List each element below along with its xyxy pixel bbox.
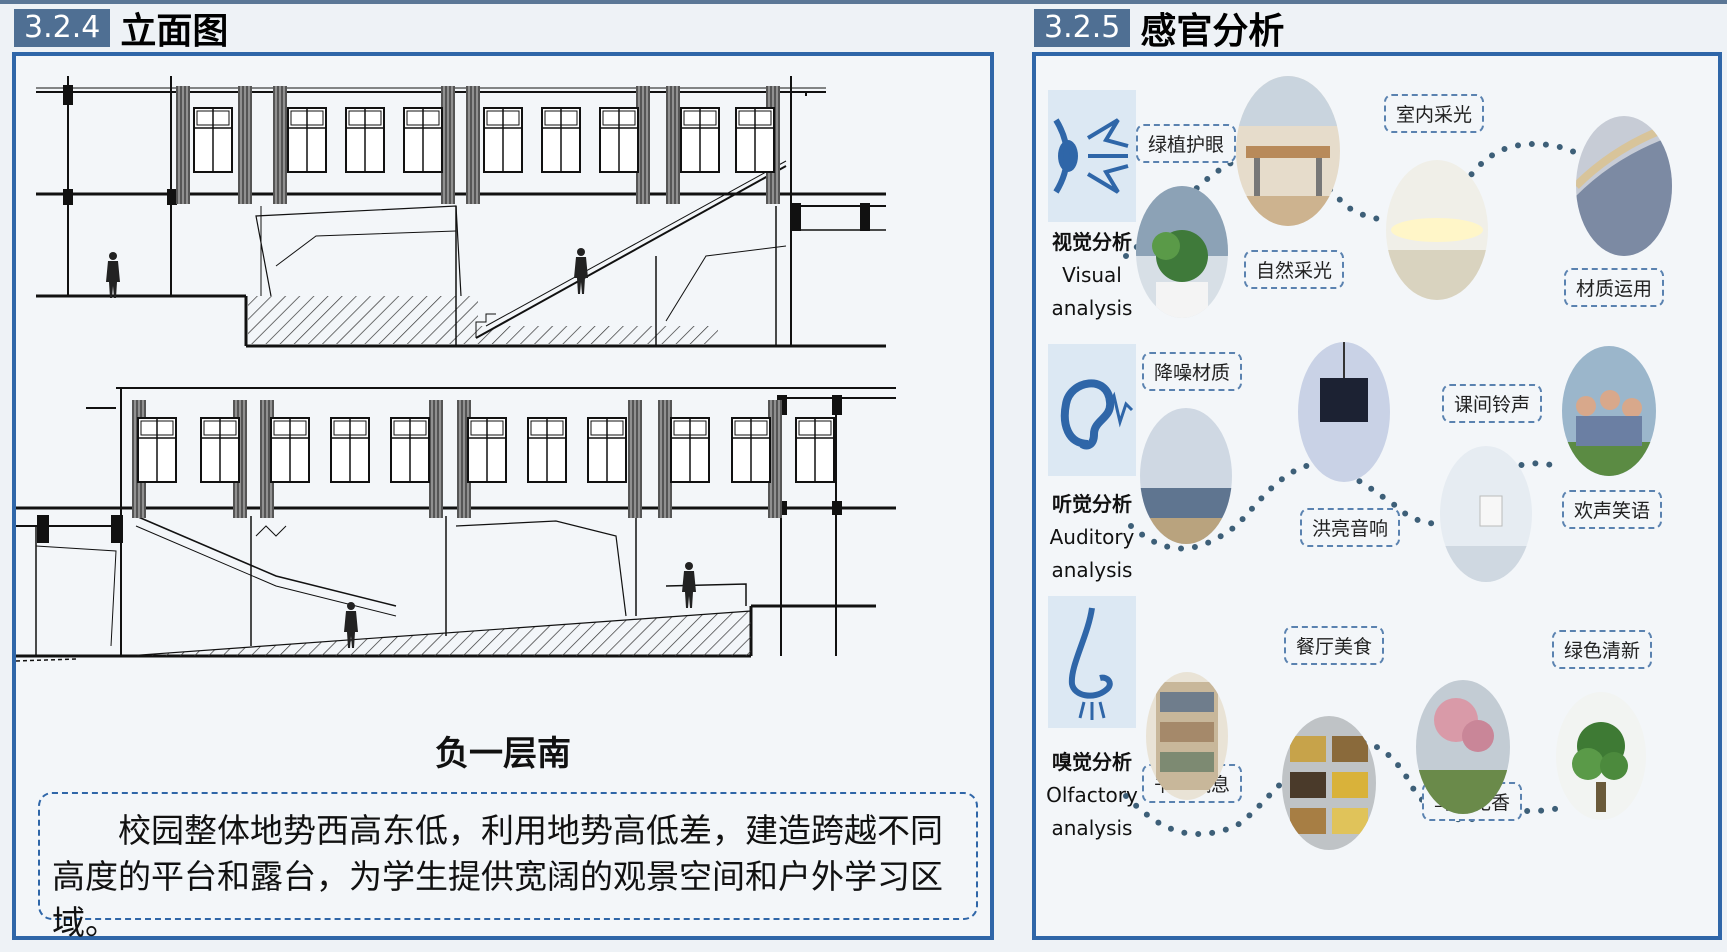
classroom-photo xyxy=(1236,76,1340,226)
person-figure xyxy=(106,252,120,298)
section-title: 感官分析 xyxy=(1140,11,1285,52)
lower-elevation xyxy=(16,387,896,662)
sense-en: analysis xyxy=(1051,296,1133,320)
tag-visual-4: 材质运用 xyxy=(1564,268,1665,307)
eye-icon xyxy=(1053,118,1129,194)
indoor-light-photo xyxy=(1386,160,1488,300)
food-photo xyxy=(1282,716,1376,850)
tag-visual-1: 绿植护眼 xyxy=(1136,124,1237,163)
tag-auditory-3: 课间铃声 xyxy=(1442,384,1543,423)
sense-en: analysis xyxy=(1051,816,1133,840)
elevation-drawing xyxy=(16,76,896,662)
sense-cn: 视觉分析 xyxy=(1052,230,1132,254)
olfactory-icon-tile xyxy=(1048,596,1136,728)
blossom-photo xyxy=(1416,680,1510,814)
lounge-photo xyxy=(1140,408,1232,544)
students-photo xyxy=(1562,346,1656,476)
nose-icon xyxy=(1068,607,1113,720)
olfactory-label: 嗅觉分析 Olfactory analysis xyxy=(1042,746,1142,845)
person-figure xyxy=(682,562,696,608)
person-figure xyxy=(574,248,588,294)
auditory-icon-tile xyxy=(1048,344,1136,476)
tag-visual-3: 室内采光 xyxy=(1384,94,1485,133)
speaker-photo xyxy=(1298,342,1390,482)
tag-olfactory-2: 餐厅美食 xyxy=(1284,626,1385,665)
sense-en: analysis xyxy=(1051,558,1133,582)
section-number: 3.2.5 xyxy=(1034,9,1131,47)
bell-photo xyxy=(1440,446,1532,582)
tag-auditory-2: 洪亮音响 xyxy=(1300,508,1401,547)
material-photo xyxy=(1576,116,1672,256)
plant-photo xyxy=(1136,186,1228,318)
sense-en: Olfactory xyxy=(1046,783,1138,807)
sense-en: Auditory xyxy=(1049,525,1135,549)
section-title: 立面图 xyxy=(120,11,229,52)
sense-en: Visual xyxy=(1062,263,1122,287)
description-text: 校园整体地势西高东低，利用地势高低差，建造跨越不同高度的平台和露台，为学生提供宽… xyxy=(52,811,943,942)
bookshelf-photo xyxy=(1146,672,1228,800)
tag-olfactory-4: 绿色清新 xyxy=(1552,630,1653,669)
sense-cn: 听觉分析 xyxy=(1052,492,1132,516)
tag-auditory-4: 欢声笑语 xyxy=(1562,490,1663,529)
left-section-header: 3.2.4 立面图 xyxy=(14,8,228,52)
elevation-caption: 负一层南 xyxy=(435,734,571,774)
tag-visual-2: 自然采光 xyxy=(1244,250,1345,289)
greenery-photo xyxy=(1556,692,1646,820)
sensory-panel: 视觉分析 Visual analysis 绿植护眼 自然采光 室内采光 材质运用… xyxy=(1032,52,1722,940)
description-box: 校园整体地势西高东低，利用地势高低差，建造跨越不同高度的平台和露台，为学生提供宽… xyxy=(38,792,978,942)
right-section-header: 3.2.5 感官分析 xyxy=(1034,8,1284,52)
ear-icon xyxy=(1060,379,1134,450)
upper-elevation xyxy=(36,76,886,348)
sense-cn: 嗅觉分析 xyxy=(1052,750,1132,774)
auditory-label: 听觉分析 Auditory analysis xyxy=(1042,488,1142,587)
top-rule xyxy=(0,0,1727,4)
section-number: 3.2.4 xyxy=(14,9,111,47)
visual-label: 视觉分析 Visual analysis xyxy=(1042,226,1142,325)
tag-auditory-1: 降噪材质 xyxy=(1142,352,1243,391)
visual-icon-tile xyxy=(1048,90,1136,222)
elevation-panel: 负一层南 校园整体地势西高东低，利用地势高低差，建造跨越不同高度的平台和露台，为… xyxy=(12,52,994,942)
